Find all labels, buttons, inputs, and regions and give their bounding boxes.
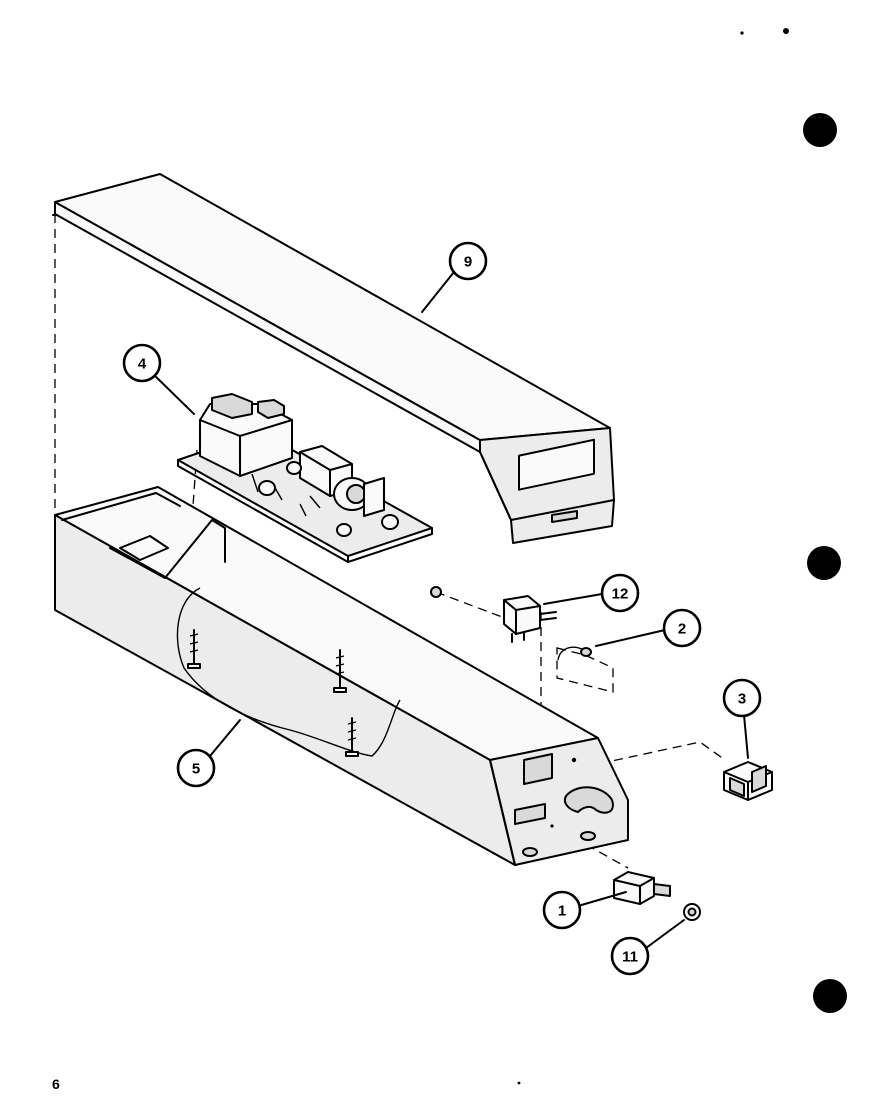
callout-9: 9	[448, 241, 488, 281]
cover-display-window	[518, 438, 595, 491]
base-tray-part	[54, 486, 629, 866]
knob-part-11	[683, 903, 701, 921]
callout-3-label: 3	[738, 691, 746, 708]
control-board-part	[177, 393, 433, 563]
callout-1-label: 1	[558, 903, 566, 920]
switch-part-1	[613, 871, 671, 905]
callout-3: 3	[722, 678, 762, 718]
callout-12-label: 12	[612, 586, 629, 603]
callout-5-label: 5	[192, 761, 200, 778]
callout-9-label: 9	[464, 254, 472, 271]
leader-lines	[151, 271, 749, 949]
cover-slot	[551, 510, 578, 523]
page-number: 6	[52, 1076, 60, 1092]
connector-part-3	[723, 761, 773, 801]
callout-2-label: 2	[678, 621, 686, 638]
binder-hole-middle	[807, 546, 841, 580]
binder-hole-bottom	[813, 979, 847, 1013]
tray-square-opening	[523, 753, 553, 785]
callout-4-label: 4	[138, 356, 147, 373]
callout-1: 1	[542, 890, 582, 930]
binder-hole-top	[803, 113, 837, 147]
callout-2: 2	[662, 608, 702, 648]
callout-11-label: 11	[622, 949, 638, 966]
callout-11: 11	[610, 936, 650, 976]
callout-12: 12	[600, 573, 640, 613]
sensor-part-2	[557, 646, 592, 661]
callout-5: 5	[176, 748, 216, 788]
binder-holes	[740, 28, 847, 1013]
callout-4: 4	[122, 343, 162, 383]
top-cover-part	[52, 173, 615, 544]
switch-part-12	[430, 586, 557, 643]
alignment-lines	[54, 214, 726, 869]
